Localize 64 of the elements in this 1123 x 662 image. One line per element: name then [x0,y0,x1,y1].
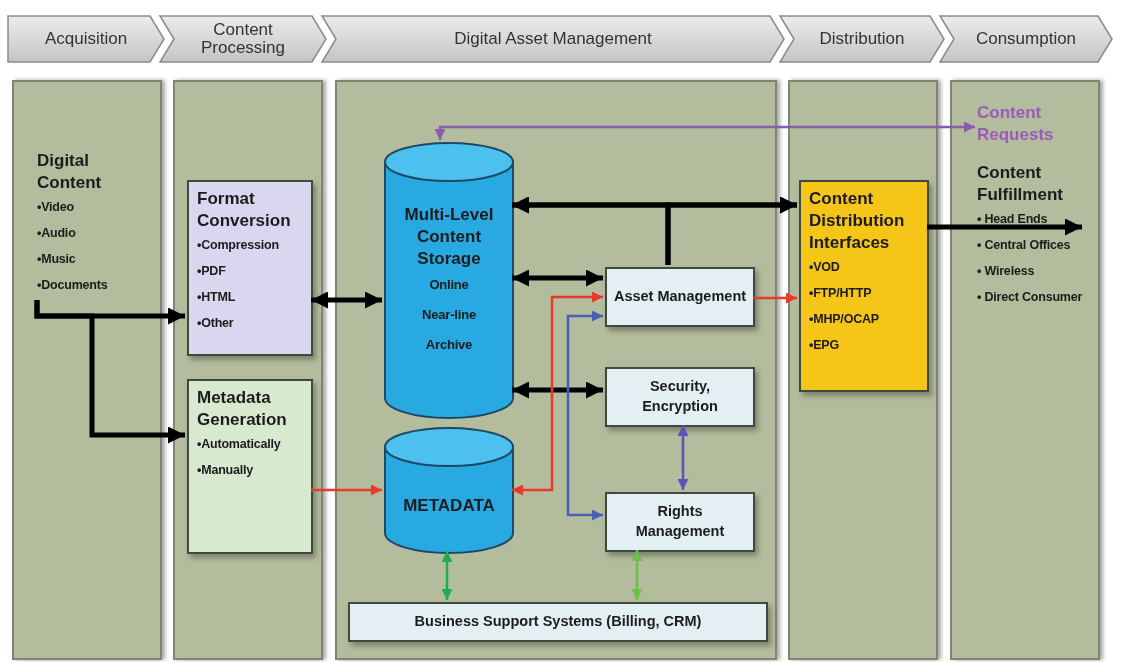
bullet-item: •VOD [809,259,841,277]
node-heading: Content Distribution Interfaces [809,188,906,255]
arrow [566,310,603,521]
node-heading: METADATA [402,495,496,517]
bullet-item: •Manually [197,462,255,480]
bullet-item: •Automatically [197,436,282,454]
arrow [512,291,603,496]
node-heading: Business Support Systems (Billing, CRM) [413,612,703,632]
arrow [311,484,382,496]
phase-label: Distribution [818,28,906,51]
phase-label: Digital Asset Management [453,28,653,51]
bullet-item: • Central Offices [977,237,1072,255]
phase-label: Content Processing [199,19,287,59]
bullet-item: •HTML [197,289,237,307]
node-heading: Rights Management [634,502,726,541]
bullet-item: •Audio [37,225,77,243]
column-panel [12,80,162,660]
bullet-item: •Video [37,199,75,217]
node-heading: Digital Content [37,150,103,195]
bullet-item: •MHP/OCAP [809,311,880,329]
process-box [187,379,313,554]
bullet-item: •PDF [197,263,227,281]
process-box [348,602,768,642]
arrow [927,218,1082,236]
process-box [799,180,929,392]
process-box [605,367,755,427]
bullet-item: Near-line [421,306,477,325]
bullet-item: •Documents [37,277,109,295]
phase-label: Acquisition [43,28,129,51]
node-heading: Content Fulfillment [977,162,1064,207]
bullet-item: Online [428,276,470,295]
column-panel [173,80,323,660]
arrow [753,292,797,304]
arrow [512,269,603,287]
bullet-item: • Head Ends [977,211,1049,229]
arrow [311,291,382,309]
bullet-item: •FTP/HTTP [809,285,873,303]
node-heading: Asset Management [613,287,747,307]
phase-label: Consumption [974,28,1078,51]
arrow [441,551,453,600]
process-box [605,492,755,552]
node-heading: Metadata Generation [197,387,288,432]
node-heading: Security, Encryption [641,377,719,416]
process-box [187,180,313,356]
column-panel [335,80,777,660]
node-heading: Format Conversion [197,188,292,233]
node-heading: Content Requests [977,102,1055,147]
bullet-item: •Compression [197,237,280,255]
column-panel [788,80,938,660]
arrow [512,381,603,399]
bullet-item: •EPG [809,337,840,355]
arrow [34,300,185,444]
arrow [665,196,797,265]
bullet-item: • Direct Consumer [977,289,1084,307]
arrow [677,425,689,490]
bullet-item: • Wireless [977,263,1036,281]
column-panel [950,80,1100,660]
process-box [605,267,755,327]
bullet-item: •Other [197,315,235,333]
bullet-item: Archive [424,336,474,355]
node-heading: Multi-Level Content Storage [403,204,495,271]
arrow [631,550,643,600]
bullet-item: •Music [37,251,77,269]
arrow [434,121,975,140]
